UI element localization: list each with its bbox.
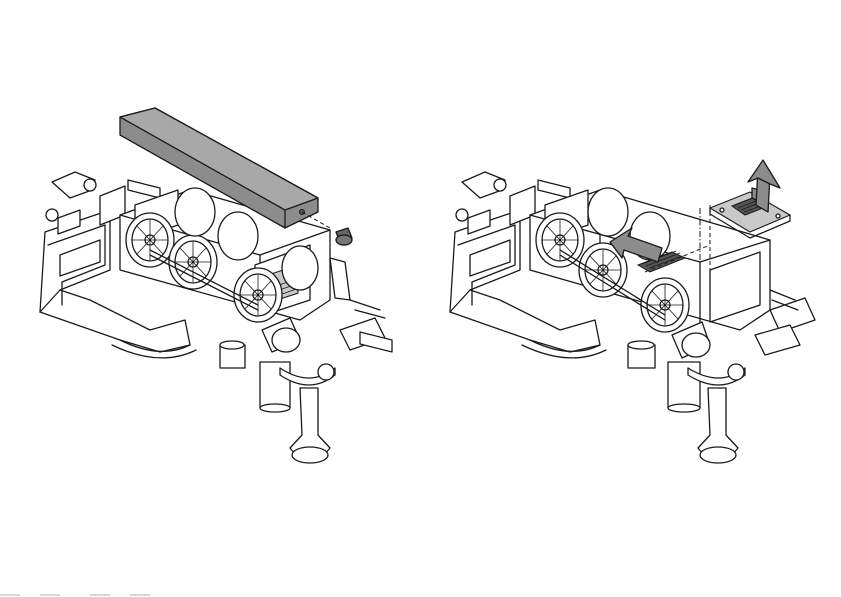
support-column-right: [628, 341, 745, 463]
support-column-left: [220, 341, 335, 463]
figure-left-remove-cover: [40, 108, 392, 463]
figure-right-remove-board: [450, 160, 815, 463]
